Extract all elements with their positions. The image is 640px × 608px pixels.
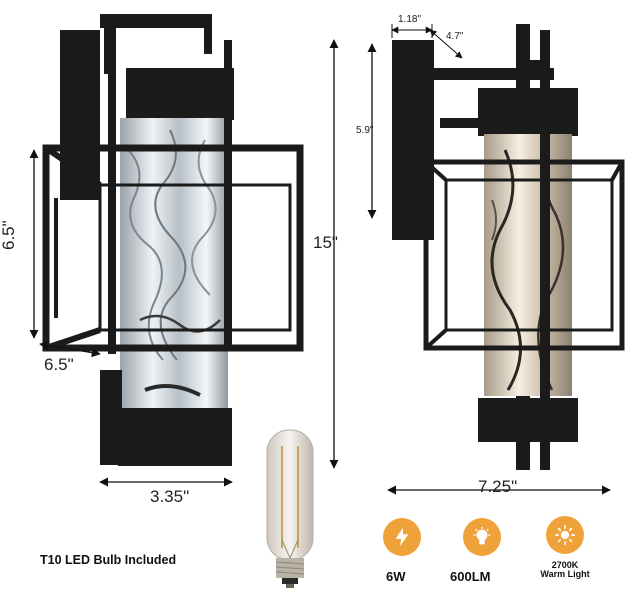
sun-icon bbox=[555, 525, 575, 545]
dim-label-mount-width: 1.18" bbox=[398, 14, 422, 25]
left-fixture bbox=[42, 14, 304, 466]
right-bottom-cap bbox=[478, 398, 578, 442]
left-cage-front bbox=[42, 144, 304, 352]
dim-arrow-left-depth bbox=[39, 340, 101, 358]
dim-label-overall-width: 7.25" bbox=[478, 477, 518, 496]
left-top-cap bbox=[126, 68, 234, 120]
spec-label-color-temp-line1: 2700K bbox=[551, 560, 579, 570]
spec-badge-lumens bbox=[463, 518, 501, 556]
bulb-caption: T10 LED Bulb Included bbox=[40, 553, 177, 567]
right-glass bbox=[484, 134, 572, 396]
right-cage bbox=[423, 159, 625, 351]
t10-bulb-illustration bbox=[266, 429, 314, 588]
dim-arrow-arm-depth bbox=[429, 29, 463, 59]
dim-label-overall-height: 15" bbox=[313, 233, 338, 252]
right-fixture bbox=[392, 24, 625, 470]
bulb-icon bbox=[473, 526, 491, 545]
spec-label-color-temp: 2700K Warm Light bbox=[532, 560, 598, 580]
right-top-cap bbox=[478, 88, 578, 136]
dim-label-arm-depth: 4.7" bbox=[446, 31, 464, 42]
spec-badge-color-temp bbox=[546, 516, 584, 554]
spec-label-color-temp-line2: Warm Light bbox=[540, 569, 590, 580]
left-bottom-cap bbox=[118, 408, 232, 466]
dim-label-top-height: 5.9" bbox=[356, 125, 374, 136]
dim-label-left-height: 6.5" bbox=[0, 220, 18, 250]
lightning-icon bbox=[395, 527, 409, 547]
dim-label-bottom-width: 3.35" bbox=[150, 487, 190, 506]
spec-label-lumens: 600LM bbox=[450, 569, 491, 584]
spec-badge-power bbox=[383, 518, 421, 556]
spec-label-power: 6W bbox=[386, 569, 406, 584]
dim-label-left-depth: 6.5" bbox=[44, 355, 74, 374]
